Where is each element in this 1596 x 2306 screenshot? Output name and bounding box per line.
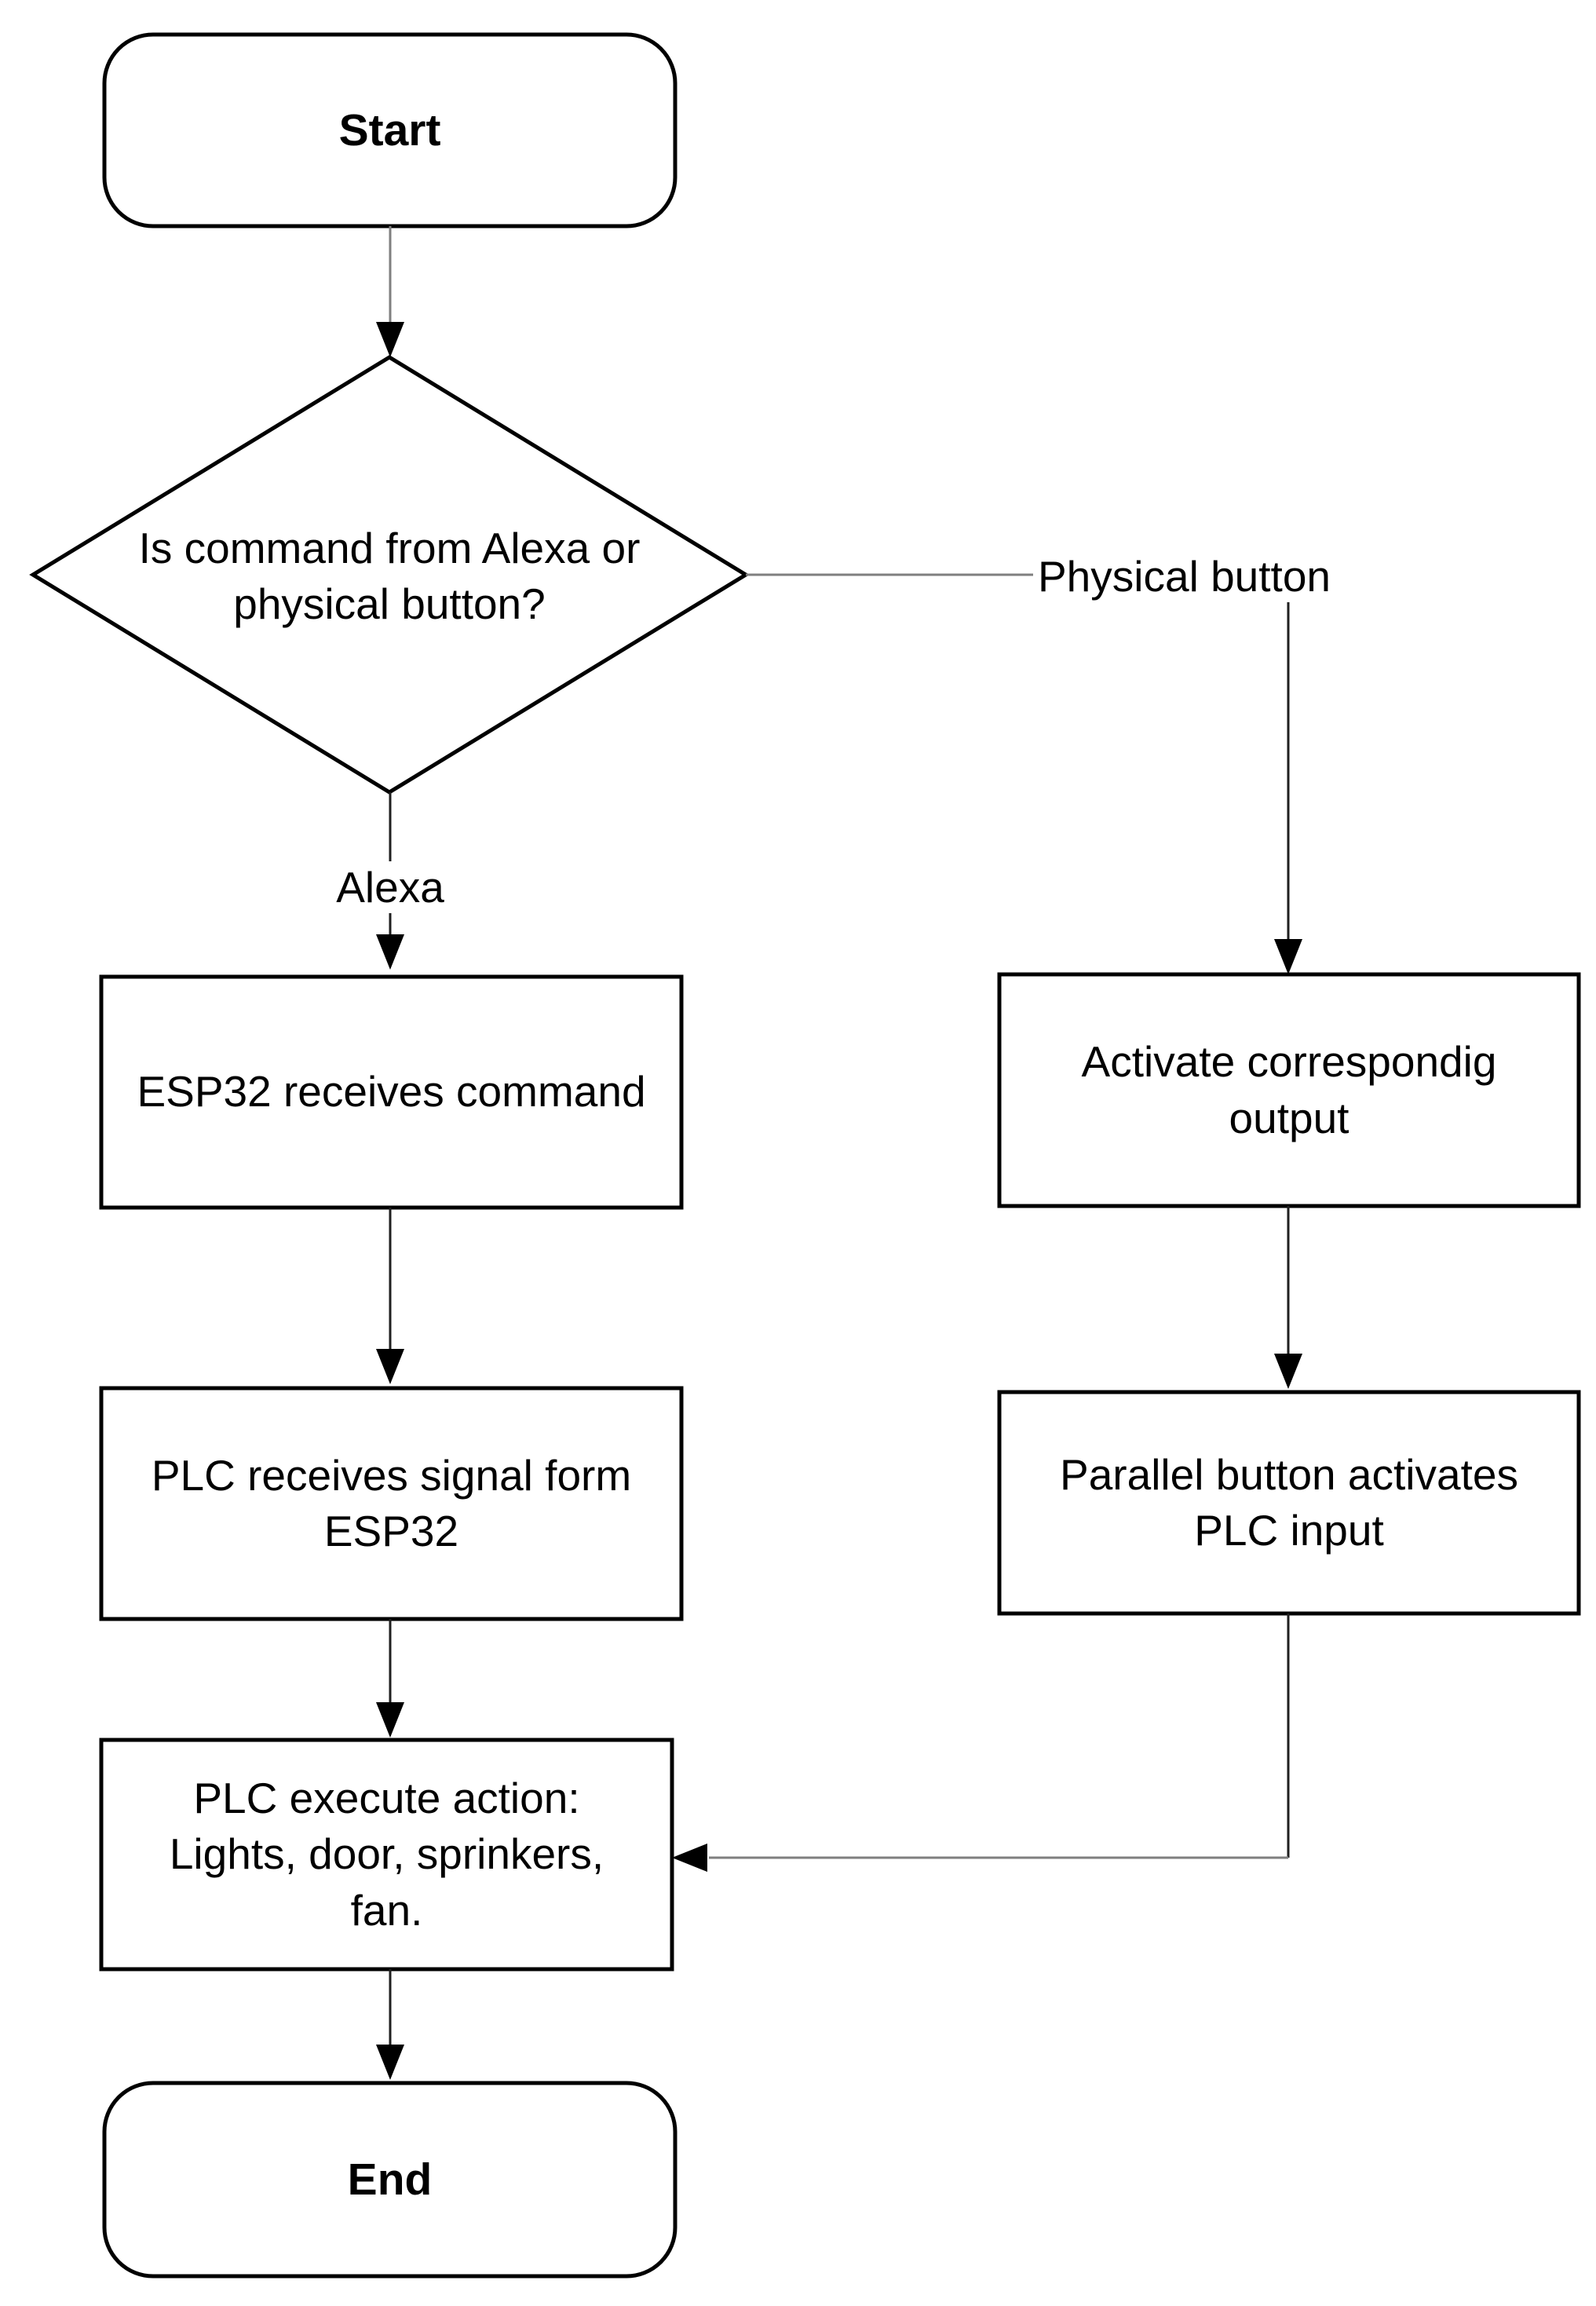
arrowhead-into-plc-execute-top: [376, 1702, 404, 1738]
decision-label: Is command from Alexa or physical button…: [75, 521, 703, 631]
parallel-label: Parallel button activates PLC input: [999, 1392, 1579, 1613]
arrowhead-into-plc-execute-right: [672, 1844, 707, 1872]
end-label: End: [347, 2154, 433, 2205]
plc-execute-label: PLC execute action: Lights, door, sprink…: [101, 1740, 672, 1969]
label-line: Is command from Alexa or: [138, 523, 641, 572]
plc-receives-label: PLC receives signal form ESP32: [101, 1388, 681, 1619]
label-line: Lights, door, sprinkers,: [169, 1829, 604, 1879]
physical-button-edge-label: Physical button: [1033, 550, 1335, 602]
end-node-shape: [102, 2081, 677, 2279]
plc-execute-node-shape: [99, 1738, 674, 1972]
label-line: output: [1229, 1093, 1349, 1142]
start-label: Start: [338, 104, 441, 155]
label-line: Activate correspondig: [1081, 1037, 1497, 1086]
esp32-label: ESP32 receives command: [137, 1067, 646, 1116]
arrowhead-into-plc-receives: [376, 1349, 404, 1384]
activate-label: Activate correspondig output: [999, 974, 1579, 1206]
label-line: ESP32: [323, 1507, 459, 1555]
label-line: fan.: [350, 1885, 423, 1935]
label-line: PLC receives signal form: [151, 1450, 632, 1500]
label-line: physical button?: [233, 579, 546, 628]
arrowhead-into-parallel: [1274, 1354, 1302, 1389]
arrowhead-into-decision: [376, 322, 404, 357]
plc-receives-node-shape: [99, 1386, 684, 1621]
arrowhead-into-activate: [1274, 939, 1302, 974]
label-line: PLC execute action:: [193, 1773, 580, 1822]
arrowhead-into-end: [376, 2045, 404, 2080]
arrowhead-into-esp32: [376, 934, 404, 970]
parallel-node-shape: [997, 1390, 1581, 1616]
esp32-node-shape: [99, 974, 684, 1210]
alexa-edge-label: Alexa: [331, 861, 449, 913]
label-line: Parallel button activates: [1060, 1449, 1518, 1499]
label-line: PLC input: [1194, 1506, 1384, 1555]
